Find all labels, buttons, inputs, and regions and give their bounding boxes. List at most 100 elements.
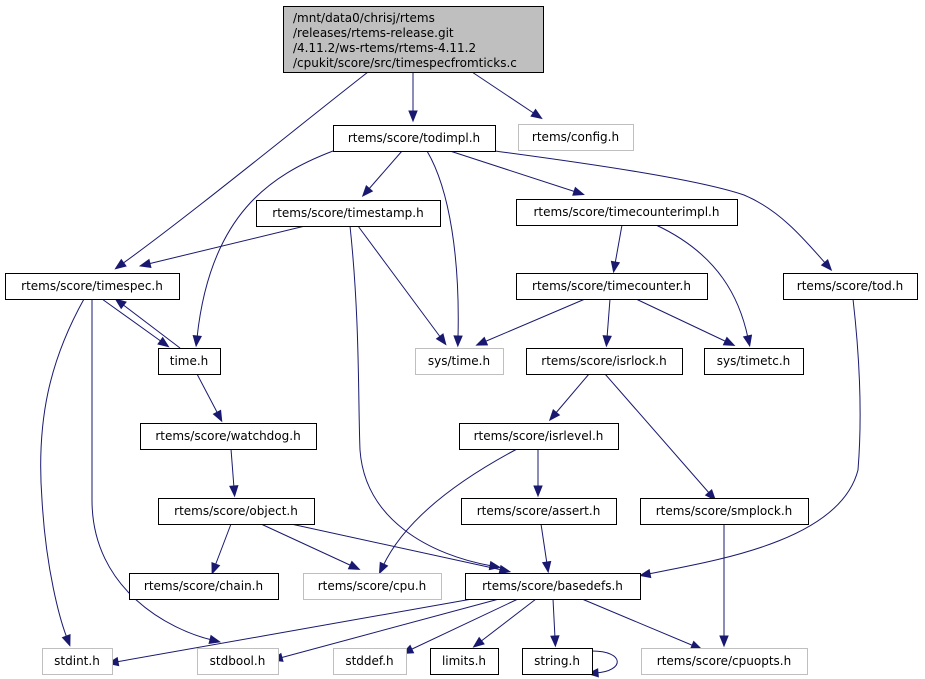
edge-watchdog-to-object bbox=[229, 448, 239, 498]
edge-basedefs-to-limits bbox=[472, 598, 537, 648]
edge-line bbox=[196, 150, 334, 339]
node-box bbox=[333, 125, 496, 152]
edge-line bbox=[101, 298, 163, 343]
node-label: stdbool.h bbox=[210, 654, 266, 668]
node-timecounter[interactable]: rtems/score/timecounter.h bbox=[516, 273, 708, 300]
node-limits[interactable]: limits.h bbox=[430, 648, 499, 675]
edge-line bbox=[540, 523, 548, 565]
node-stddef: stddef.h bbox=[333, 648, 407, 675]
edge-line bbox=[115, 598, 473, 663]
node-stdbool: stdbool.h bbox=[197, 648, 279, 675]
edge-todimpl-to-systime bbox=[426, 150, 463, 348]
node-watchdog[interactable]: rtems/score/watchdog.h bbox=[140, 423, 317, 450]
edge-basedefs-to-cpuopts bbox=[581, 598, 703, 650]
node-string[interactable]: string.h bbox=[522, 648, 593, 675]
node-label: rtems/score/cpu.h bbox=[318, 579, 427, 593]
edge-isrlevel-to-assert bbox=[533, 449, 543, 498]
node-cpu: rtems/score/cpu.h bbox=[303, 573, 442, 600]
arrowhead-icon bbox=[533, 485, 543, 498]
node-chain[interactable]: rtems/score/chain.h bbox=[129, 573, 279, 600]
node-label-line: /cpukit/score/src/timespecfromticks.c bbox=[293, 56, 517, 70]
arrowhead-icon bbox=[453, 335, 463, 348]
edge-timecounter-to-isrlock bbox=[602, 298, 612, 348]
node-box bbox=[518, 124, 634, 151]
node-smplock[interactable]: rtems/score/smplock.h bbox=[640, 498, 809, 525]
node-box bbox=[461, 498, 617, 525]
node-box bbox=[430, 648, 499, 675]
node-label: rtems/score/object.h bbox=[174, 504, 298, 518]
arrowhead-icon bbox=[208, 634, 222, 645]
arrowhead-icon bbox=[347, 560, 361, 570]
arrowhead-icon bbox=[435, 333, 447, 346]
node-box bbox=[129, 573, 279, 600]
edge-line bbox=[635, 298, 728, 343]
node-box bbox=[465, 573, 641, 600]
edge-assert-to-basedefs bbox=[540, 523, 552, 574]
edge-line bbox=[647, 298, 861, 575]
node-todimpl[interactable]: rtems/score/todimpl.h bbox=[333, 125, 496, 152]
edge-timecounterimpl-to-timecounter bbox=[610, 224, 623, 274]
edge-timecounterimpl-to-systimetc bbox=[655, 224, 753, 348]
node-box bbox=[5, 273, 180, 300]
edge-line bbox=[552, 598, 556, 639]
edge-line bbox=[604, 373, 711, 495]
node-box bbox=[783, 273, 918, 300]
node-label-line: /4.11.2/ws-rtems/rtems-4.11.2 bbox=[293, 41, 476, 55]
edge-line bbox=[357, 225, 442, 339]
edge-tod-to-basedefs bbox=[638, 298, 861, 579]
edge-line bbox=[349, 225, 493, 567]
edge-timecounter-to-systime bbox=[475, 298, 586, 346]
node-isrlock[interactable]: rtems/score/isrlock.h bbox=[526, 348, 683, 375]
node-label: rtems/score/watchdog.h bbox=[155, 429, 300, 443]
edge-line bbox=[290, 523, 503, 571]
edge-line bbox=[614, 224, 623, 265]
edge-line bbox=[426, 150, 459, 339]
node-box bbox=[516, 199, 738, 226]
arrowhead-icon bbox=[229, 485, 239, 498]
edge-timestamp-to-timespec bbox=[138, 225, 306, 269]
edge-isrlock-to-smplock bbox=[604, 373, 717, 502]
edge-line bbox=[409, 598, 519, 651]
node-systimetc[interactable]: sys/timetc.h bbox=[704, 348, 804, 375]
edge-isrlock-to-isrlevel bbox=[548, 373, 590, 422]
arrowhead-icon bbox=[61, 633, 71, 647]
node-label: rtems/score/smplock.h bbox=[656, 504, 793, 518]
node-box bbox=[158, 348, 221, 375]
node-label: rtems/score/todimpl.h bbox=[348, 131, 480, 145]
arrowhead-icon bbox=[408, 110, 418, 123]
node-label: rtems/score/basedefs.h bbox=[482, 579, 623, 593]
edge-line bbox=[591, 650, 618, 674]
edge-object-to-basedefs bbox=[290, 523, 512, 575]
node-label: rtems/config.h bbox=[532, 130, 619, 144]
node-timestamp[interactable]: rtems/score/timestamp.h bbox=[256, 200, 441, 227]
node-object[interactable]: rtems/score/object.h bbox=[158, 498, 315, 525]
node-timespec[interactable]: rtems/score/timespec.h bbox=[5, 273, 180, 300]
node-config: rtems/config.h bbox=[518, 124, 634, 151]
arrowhead-icon bbox=[192, 335, 202, 348]
edge-line bbox=[121, 71, 369, 265]
edge-root-to-timespec bbox=[114, 71, 369, 270]
node-label: sys/timetc.h bbox=[717, 354, 790, 368]
node-systime: sys/time.h bbox=[415, 348, 504, 375]
arrowhead-icon bbox=[472, 636, 485, 648]
arrowhead-icon bbox=[548, 409, 561, 422]
node-timecounterimpl[interactable]: rtems/score/timecounterimpl.h bbox=[516, 199, 738, 226]
arrowhead-icon bbox=[820, 259, 833, 272]
node-time[interactable]: time.h bbox=[158, 348, 221, 375]
node-box bbox=[140, 423, 317, 450]
edge-line bbox=[196, 373, 219, 415]
arrowhead-icon bbox=[722, 336, 736, 346]
edge-smplock-to-cpuopts bbox=[719, 524, 729, 648]
node-label: rtems/score/timestamp.h bbox=[272, 206, 423, 220]
node-box bbox=[256, 200, 441, 227]
node-basedefs[interactable]: rtems/score/basedefs.h bbox=[465, 573, 641, 600]
node-cpuopts: rtems/score/cpuopts.h bbox=[641, 648, 808, 675]
node-label: rtems/score/chain.h bbox=[144, 579, 263, 593]
node-tod[interactable]: rtems/score/tod.h bbox=[783, 273, 918, 300]
node-box bbox=[197, 648, 279, 675]
edge-root-to-todimpl bbox=[408, 72, 418, 123]
edge-line bbox=[449, 150, 577, 193]
edge-line bbox=[606, 298, 611, 339]
node-isrlevel[interactable]: rtems/score/isrlevel.h bbox=[459, 423, 619, 450]
node-assert[interactable]: rtems/score/assert.h bbox=[461, 498, 617, 525]
